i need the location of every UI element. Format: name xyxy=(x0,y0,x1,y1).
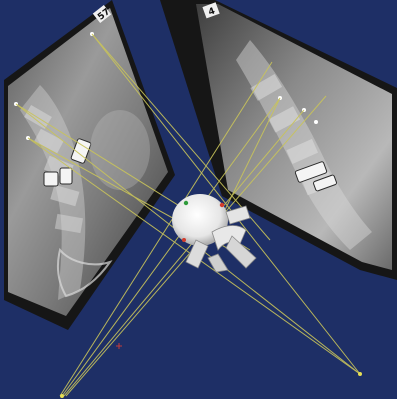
left-soft-tissue-highlight xyxy=(90,110,150,190)
landmark-green xyxy=(184,201,188,205)
landmark-red xyxy=(182,238,186,242)
right-source-point xyxy=(358,372,362,376)
right-landmark-dot xyxy=(314,120,318,124)
left-source-point xyxy=(60,394,64,398)
landmark-red xyxy=(220,203,224,207)
